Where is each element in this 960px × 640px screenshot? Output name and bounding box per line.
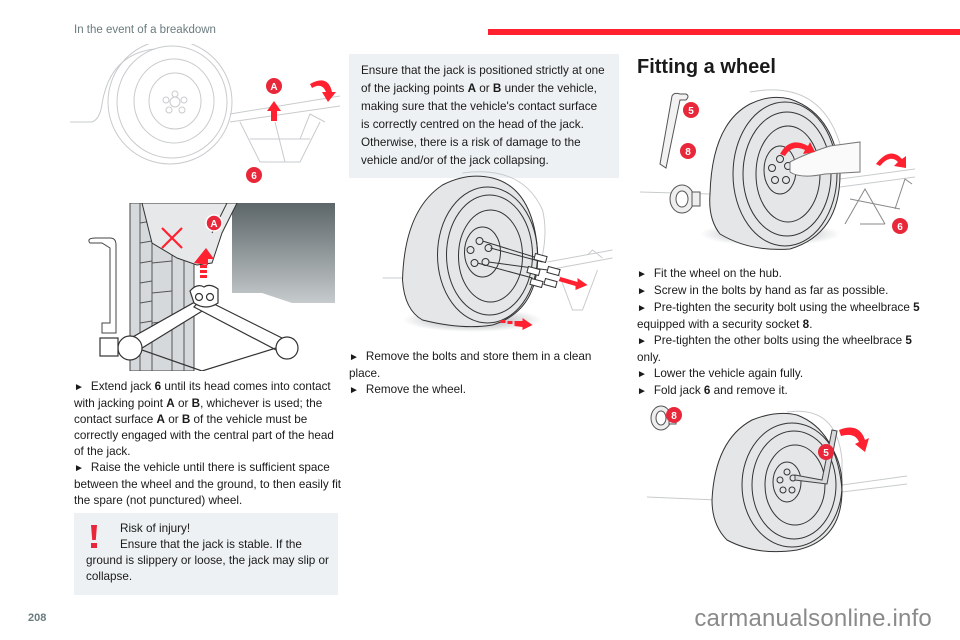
label-8-text: 8 [685, 147, 691, 158]
fit-wheel-steps: ► Fit the wheel on the hub. ► Screw in the… [637, 266, 927, 400]
bullet-icon: ► [349, 385, 359, 396]
jack-positioning-illustration: A 6 [70, 44, 340, 194]
ref-5: 5 [905, 334, 912, 347]
step-lower-vehicle: ► Lower the vehicle again fully. [637, 366, 927, 383]
step-fold-jack: ► Fold jack 6 and remove it. [637, 383, 927, 400]
bullet-icon: ► [637, 303, 647, 314]
step-text: , whichever is used; the contact surface [74, 397, 323, 426]
step-text: Fit the wheel on the hub. [653, 267, 782, 280]
step-text: Screw in the bolts by hand as far as pos… [653, 284, 889, 297]
warning-title: Risk of injury! [120, 522, 191, 535]
step-text: and remove it. [710, 384, 788, 397]
bullet-icon: ► [349, 352, 359, 363]
ref-A: A [156, 413, 165, 426]
note-text: or [476, 82, 493, 95]
step-text: Fold jack [653, 384, 704, 397]
step-remove-wheel: ► Remove the wheel. [349, 382, 621, 399]
step-security-bolt: ► Pre-tighten the security bolt using the… [637, 300, 927, 333]
label-badge-A [266, 78, 282, 94]
label-A-text: A [270, 82, 277, 93]
step-text: Lower the vehicle again fully. [653, 367, 804, 380]
ref-A: A [467, 82, 477, 95]
ref-5: 5 [913, 301, 920, 314]
jack-steps: ► Extend jack 6 until its head comes into… [74, 379, 342, 509]
label-5-text: 5 [688, 106, 694, 117]
ref-6: 6 [154, 380, 162, 393]
ref-A: A [166, 397, 175, 410]
step-remove-bolts: ►Remove the bolts and store them in a cl… [349, 349, 621, 382]
page-number: 208 [28, 612, 47, 624]
ref-B: B [191, 397, 201, 410]
step-text: until its head comes into contact with j… [74, 380, 331, 410]
bullet-icon: ► [74, 382, 84, 393]
jack-head-closeup-illustration: A [82, 203, 335, 371]
bullet-icon: ► [637, 336, 647, 347]
note-text: Ensure that the jack is positioned stric… [361, 64, 605, 95]
step-text: Raise the vehicle until there is suffici… [74, 461, 342, 507]
step-extend-jack: ► Extend jack 6 until its head comes into… [74, 379, 342, 460]
step-text: or [174, 397, 192, 410]
step-fit-hub: ► Fit the wheel on the hub. [637, 266, 927, 283]
ref-6: 6 [703, 384, 711, 397]
tighten-bolts-illustration: 8 5 [637, 400, 907, 560]
label-A-text: A [210, 219, 217, 230]
warning-text: Ensure that the jack is stable. If the [120, 538, 302, 551]
label-badge-6 [246, 167, 262, 183]
bullet-icon: ► [637, 386, 647, 397]
remove-steps: ►Remove the bolts and store them in a cl… [349, 349, 621, 399]
ref-8: 8 [802, 318, 810, 331]
step-raise-vehicle: ►Raise the vehicle until there is suffic… [74, 460, 342, 509]
label-6-text: 6 [251, 171, 257, 182]
running-header: In the event of a breakdown [74, 24, 216, 36]
step-text: Extend jack [90, 380, 155, 393]
section-title: Fitting a wheel [637, 56, 776, 78]
note-box: Ensure that the jack is positioned stric… [349, 54, 619, 178]
label-8-text: 8 [671, 411, 677, 422]
exclamation-icon [89, 525, 99, 549]
step-text: Pre-tighten the other bolts using the wh… [653, 334, 906, 347]
step-screw-bolts: ► Screw in the bolts by hand as far as po… [637, 283, 927, 300]
step-text: of the vehicle must be correctly engaged… [74, 413, 334, 458]
warning-box: Risk of injury! Ensure that the jack is … [74, 513, 338, 595]
header-accent-rule [488, 29, 960, 35]
step-text: only. [637, 351, 661, 364]
bullet-icon: ► [637, 286, 647, 297]
step-text: or [164, 413, 182, 426]
bullet-icon: ► [637, 369, 647, 380]
step-text: equipped with a security socket [637, 318, 803, 331]
step-text: Pre-tighten the security bolt using the … [653, 301, 914, 314]
step-other-bolts: ► Pre-tighten the other bolts using the w… [637, 333, 927, 366]
step-text: . [809, 318, 813, 331]
watermark: carmanualsonline.info [694, 605, 932, 632]
ref-B: B [492, 82, 502, 95]
ref-B: B [181, 413, 191, 426]
note-text: under the vehicle, making sure that the … [361, 82, 598, 167]
label-5-text: 5 [823, 448, 829, 459]
step-text: Remove the wheel. [365, 383, 466, 396]
warning-text: ground is slippery or loose, the jack ma… [86, 554, 329, 583]
step-text: Remove the bolts and store them in a cle… [349, 350, 592, 380]
label-6-text: 6 [897, 222, 903, 233]
fit-wheel-illustration: 5 8 6 [640, 84, 915, 254]
bullet-icon: ► [74, 463, 84, 474]
remove-bolts-illustration [380, 170, 615, 340]
bullet-icon: ► [637, 269, 647, 280]
